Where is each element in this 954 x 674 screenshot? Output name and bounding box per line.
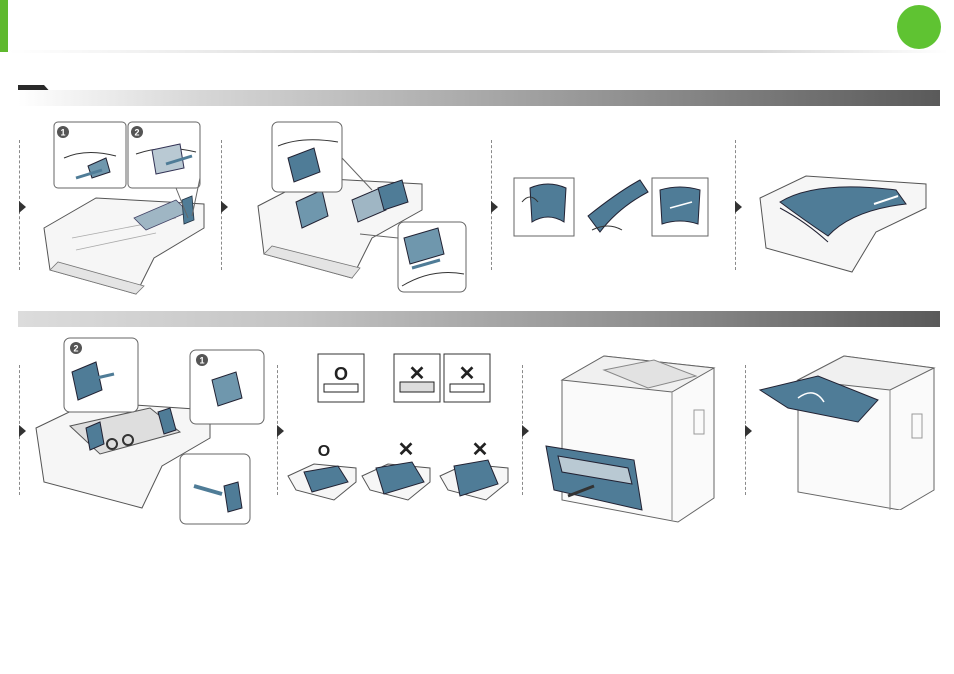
- svg-text:1: 1: [60, 128, 65, 138]
- step-pointer-icon: [19, 201, 26, 213]
- correct-mark: O: [334, 364, 348, 384]
- squeeze-guides-illustration: [252, 118, 472, 298]
- insert-tray-illustration: [544, 350, 724, 524]
- correct-incorrect-illustration: O ✕ ✕ O ✕ ✕: [284, 350, 514, 510]
- section1-band: [18, 90, 940, 106]
- adjust-guides-illustration: 1 2: [36, 118, 216, 296]
- step-pointer-icon: [745, 425, 752, 437]
- load-paper-illustration: [756, 172, 934, 276]
- incorrect-mark: ✕: [398, 439, 415, 461]
- step-pointer-icon: [277, 425, 284, 437]
- incorrect-mark: ✕: [459, 363, 476, 385]
- svg-text:2: 2: [73, 344, 78, 354]
- header-accent-bar: [0, 0, 8, 52]
- header-divider: [8, 50, 948, 53]
- correct-mark: O: [318, 443, 330, 460]
- section2-band: [18, 311, 940, 327]
- set-guides-illustration: 2 1: [30, 336, 266, 526]
- svg-text:1: 1: [199, 356, 204, 366]
- page-badge: [897, 5, 941, 49]
- step-pointer-icon: [522, 425, 529, 437]
- step-pointer-icon: [19, 425, 26, 437]
- output-tray-illustration: [758, 350, 938, 510]
- callout-badge: 1: [57, 126, 69, 138]
- incorrect-mark: ✕: [472, 439, 489, 461]
- callout-badge: 1: [196, 354, 208, 366]
- callout-badge: 2: [70, 342, 82, 354]
- step-pointer-icon: [491, 201, 498, 213]
- svg-text:2: 2: [134, 128, 139, 138]
- flex-paper-illustration: [508, 172, 712, 242]
- step-pointer-icon: [735, 201, 742, 213]
- step-pointer-icon: [221, 201, 228, 213]
- callout-badge: 2: [131, 126, 143, 138]
